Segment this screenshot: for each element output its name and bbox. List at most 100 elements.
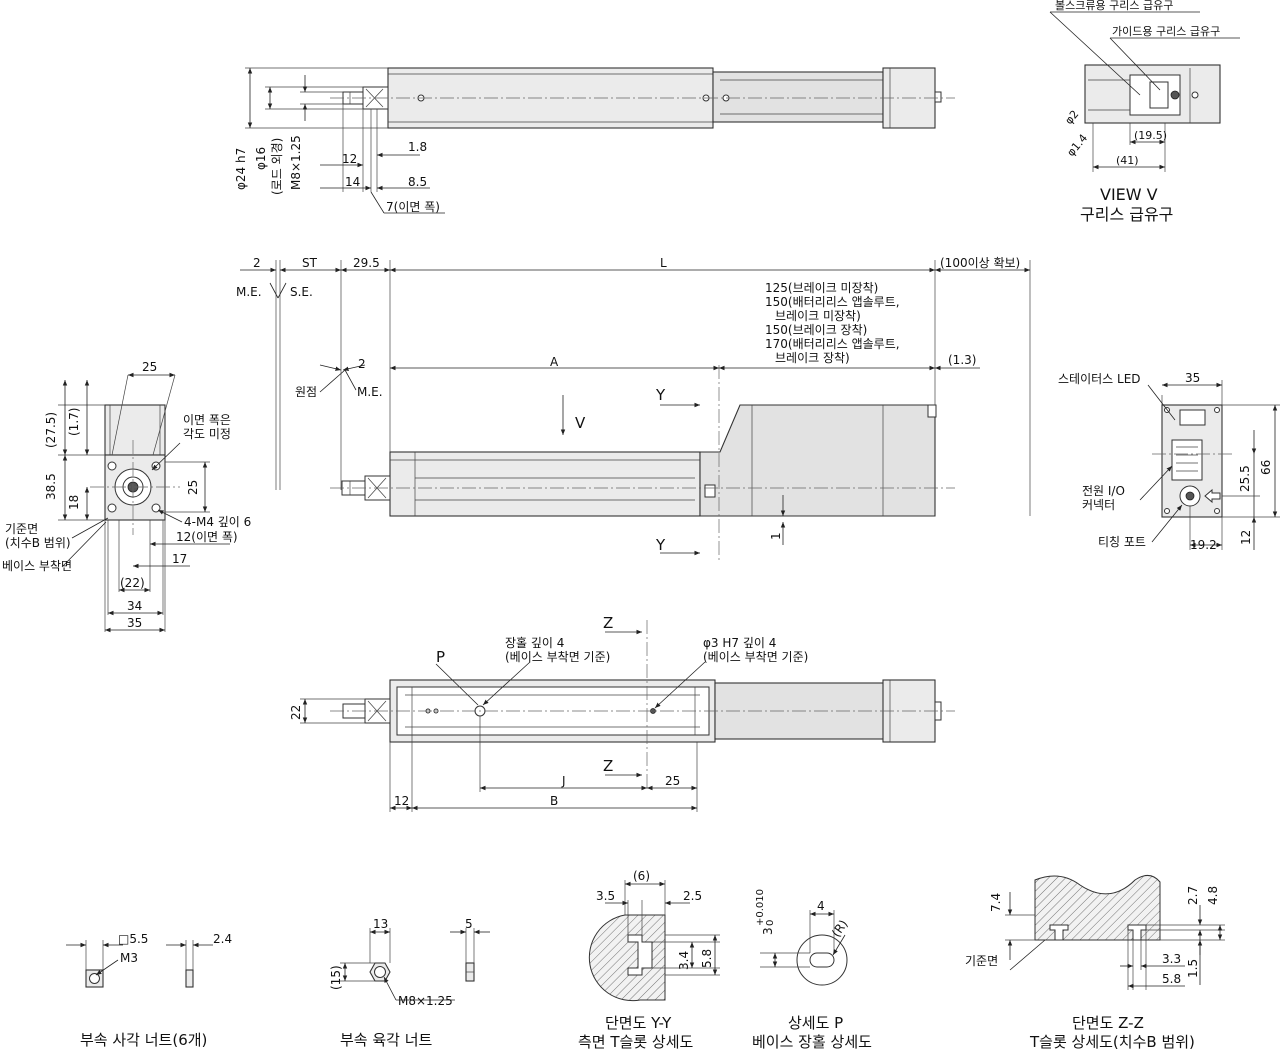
dim-2: 2 [253,256,261,270]
note-angle-1: 이면 폭은 [183,413,231,427]
motor-end-view: 35 스테이터스 LED 66 25.5 전원 I/O 커넥터 티칭 포트 19… [1058,371,1280,552]
dim-17: 17 [172,552,187,566]
note-1: 150(배터리리스 앱솔루트, [765,295,900,309]
dim-29-5: 29.5 [353,256,380,270]
end-view: 25 (27.5) (1.7) 38.5 18 25 이면 폭은 각도 미정 4… [2,360,251,633]
dim-d7: 7(이면 폭) [386,200,440,214]
view-v-subtitle: 구리스 급유구 [1080,205,1173,224]
dim-d14: 14 [345,175,360,189]
dim-100: (100이상 확보) [940,256,1020,270]
dim-1-7: (1.7) [67,408,81,436]
zz-d1-5: 1.5 [1186,959,1200,978]
zz-d3-3: 3.3 [1162,952,1181,966]
dim-d12: 12 [342,152,357,166]
nut-d5-5: □5.5 [118,932,148,946]
dim-st: ST [302,256,318,270]
label-y1: Y [655,386,666,404]
p-d4: 4 [817,899,825,913]
bottom-view: P 장홀 깊이 4 (베이스 부착면 기준) φ3 H7 깊이 4 (베이스 부… [289,614,955,812]
note-0: 125(브레이크 미장착) [765,281,878,295]
dim-J: J [561,774,566,788]
phi1-4: φ1.4 [1064,132,1090,159]
dim-25b: 25 [665,774,680,788]
yy-d2-5: 2.5 [683,889,702,903]
dim-1: 1 [769,532,783,540]
note-3: 150(브레이크 장착) [765,323,867,337]
p-tol: 3 [761,927,775,935]
hex-nut-detail: 13 5 (15) M8×1.25 부속 육각 너트 [329,917,490,1049]
zz-caption-2: T슬롯 상세도(치수B 범위) [1029,1033,1195,1051]
dim-25: 25 [186,480,200,495]
dim-d8-5: 8.5 [408,175,427,189]
note-angle-2: 각도 미정 [183,427,231,441]
dim-34: 34 [127,599,142,613]
p-caption-1: 상세도 P [788,1014,843,1032]
slot-note-1: 장홀 깊이 4 [505,636,564,650]
nut-m3: M3 [120,951,138,965]
dim-1-3: (1.3) [948,353,976,367]
zz-d7-4: 7.4 [989,893,1003,912]
zz-datum: 기준면 [965,954,998,968]
label-me: M.E. [236,285,262,299]
yy-d5-8: 5.8 [700,949,714,968]
grease-guide: 가이드용 구리스 급유구 [1112,25,1220,38]
power-label-2: 커넥터 [1082,498,1115,512]
dim-2b: 2 [358,357,366,371]
p-caption-2: 베이스 장홀 상세도 [752,1033,872,1051]
label-me2: M.E. [357,385,383,399]
hole-note-1: φ3 H7 깊이 4 [703,636,776,650]
label-y2: Y [655,536,666,554]
dim-B: B [550,794,558,808]
hex-nut-caption: 부속 육각 너트 [340,1031,433,1049]
dim-66: 66 [1259,460,1273,475]
base-label: 베이스 부착면 [2,559,72,573]
status-led: 스테이터스 LED [1058,372,1141,386]
note-4: 170(배터리리스 앱솔루트, [765,337,900,351]
dim-18: 18 [67,495,81,510]
grease-ballscrew: 볼스크류용 구리스 급유구 [1055,0,1173,12]
hex-d13: 13 [373,917,388,931]
dim-d16-note: (로드 외경) [270,138,284,195]
dim-m8: M8×1.25 [289,135,303,190]
zz-caption-1: 단면도 Z-Z [1072,1014,1144,1032]
dim-41: (41) [1116,154,1139,167]
yy-caption-2: 측면 T슬롯 상세도 [578,1033,693,1051]
nut-d2-4: 2.4 [213,932,232,946]
m4-note: 4-M4 깊이 6 [184,515,251,529]
square-nut-caption: 부속 사각 너트(6개) [80,1031,207,1049]
yy-d3-5: 3.5 [596,889,615,903]
dim-A: A [550,355,559,369]
dim-27-5: (27.5) [44,412,58,448]
dim-35r: 35 [1185,371,1200,385]
dim-19-5: (19.5) [1134,129,1167,142]
power-label-1: 전원 I/O [1082,484,1125,498]
teaching-port: 티칭 포트 [1098,535,1146,549]
top-view: φ24 h7 φ16 (로드 외경) M8×1.25 12 14 1.8 8.5… [234,67,955,214]
view-v: 볼스크류용 구리스 급유구 가이드용 구리스 급유구 φ2 φ1.4 (19.5… [1049,0,1240,224]
dim-22: (22) [120,576,145,590]
section-zz: 7.4 기준면 2.7 4.8 1.5 3.3 5.8 단면도 Z-Z T슬롯 … [965,875,1225,1051]
p-r: (R) [829,917,851,940]
label-v: V [575,414,586,432]
slot-note-2: (베이스 부착면 기준) [505,650,610,664]
p-tol-lo: 0 [765,920,776,926]
dim-25-5: 25.5 [1238,465,1252,492]
label-P: P [436,648,445,666]
view-v-title: VIEW V [1100,185,1158,204]
zz-d5-8: 5.8 [1162,972,1181,986]
label-Z2: Z [603,757,613,775]
side-view: 2 ST 29.5 L (100이상 확보) M.E. S.E. 2 원점 M.… [236,256,1031,560]
yy-d6: (6) [633,869,650,883]
dim-19-2: 19.2 [1190,538,1217,552]
p-tol-up: +0.010 [755,889,766,926]
dim-38-5: 38.5 [44,473,58,500]
dim-35: 35 [127,616,142,630]
dim-12r: 12 [1239,530,1253,545]
dim-25-top: 25 [142,360,157,374]
note-2: 브레이크 미장착) [775,309,861,323]
dim-d16: φ16 [254,147,268,170]
zz-d2-7: 2.7 [1186,886,1200,905]
label-se: S.E. [290,285,313,299]
label-origin: 원점 [295,385,317,399]
